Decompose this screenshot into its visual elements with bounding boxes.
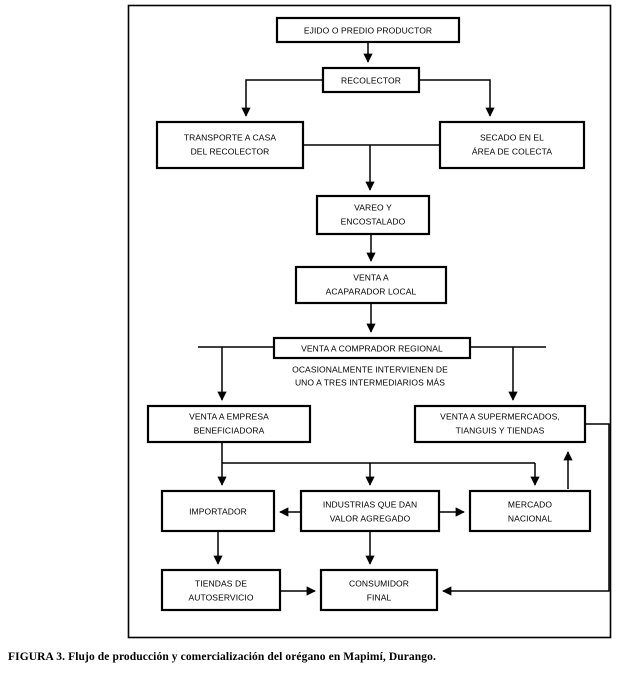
node-vareo-label-2: ENCOSTALADO <box>341 216 406 226</box>
node-consumidor[interactable]: CONSUMIDOR FINAL <box>319 568 439 612</box>
node-vareo[interactable]: VAREO Y ENCOSTALADO <box>315 194 431 236</box>
node-consumidor-label-2: FINAL <box>367 592 392 602</box>
node-secado-label-2: ÁREA DE COLECTA <box>472 146 552 156</box>
node-recolector[interactable]: RECOLECTOR <box>321 66 421 94</box>
edge-supermercados-to-consumidor <box>442 423 610 596</box>
node-comprador-label-1: VENTA A COMPRADOR REGIONAL <box>301 343 443 353</box>
node-industrias-label-1: INDUSTRIAS QUE DAN <box>323 499 417 509</box>
node-mercado-label-2: NACIONAL <box>508 513 552 523</box>
node-tiendas-label-1: TIENDAS DE <box>195 578 247 588</box>
node-importador[interactable]: IMPORTADOR <box>160 489 276 533</box>
figure-frame <box>127 4 612 639</box>
flowchart-diagram: EJIDO O PREDIO PRODUCTOR RECOLECTOR TRAN… <box>127 4 612 639</box>
node-secado-label-1: SECADO EN EL <box>480 132 544 142</box>
node-consumidor-label-1: CONSUMIDOR <box>349 578 409 588</box>
node-beneficiadora[interactable]: VENTA A EMPRESA BENEFICIADORA <box>146 404 312 444</box>
node-mercado[interactable]: MERCADO NACIONAL <box>468 489 592 533</box>
edge-recolector-to-secado <box>419 79 495 117</box>
node-supermercados[interactable]: VENTA A SUPERMERCADOS, TIANGUIS Y TIENDA… <box>413 404 587 444</box>
node-transporte-label-2: DEL RECOLECTOR <box>191 146 270 156</box>
node-supermercados-label-2: TIANGUIS Y TIENDAS <box>456 425 545 435</box>
node-vareo-label-1: VAREO Y <box>354 202 392 212</box>
node-ejido-label-1: EJIDO O PREDIO PRODUCTOR <box>304 25 432 35</box>
node-transporte-label-1: TRANSPORTE A CASA <box>184 132 276 142</box>
edge-layer <box>198 42 610 596</box>
intermediarios-note-line-1: OCASIONALMENTE INTERVIENEN DE <box>292 364 448 374</box>
node-layer: EJIDO O PREDIO PRODUCTOR RECOLECTOR TRAN… <box>146 16 592 612</box>
node-tiendas[interactable]: TIENDAS DE AUTOSERVICIO <box>160 568 282 612</box>
figure-caption: FIGURA 3. Flujo de producción y comercia… <box>8 651 436 663</box>
node-beneficiadora-label-1: VENTA A EMPRESA <box>189 411 269 421</box>
node-comprador[interactable]: VENTA A COMPRADOR REGIONAL <box>272 336 472 360</box>
node-tiendas-label-2: AUTOSERVICIO <box>188 592 253 602</box>
node-industrias[interactable]: INDUSTRIAS QUE DAN VALOR AGREGADO <box>299 489 441 533</box>
edge-comprador-to-supermercados <box>470 346 546 400</box>
node-industrias-label-2: VALOR AGREGADO <box>330 513 411 523</box>
node-acaparador[interactable]: VENTA A ACAPARADOR LOCAL <box>294 265 448 305</box>
node-importador-label-1: IMPORTADOR <box>189 506 247 516</box>
node-acaparador-label-1: VENTA A <box>353 272 389 282</box>
node-recolector-label-1: RECOLECTOR <box>341 75 401 85</box>
node-secado[interactable]: SECADO EN EL ÁREA DE COLECTA <box>438 120 586 170</box>
edge-comprador-to-beneficiadora <box>198 346 274 400</box>
node-acaparador-label-2: ACAPARADOR LOCAL <box>326 286 417 296</box>
node-ejido[interactable]: EJIDO O PREDIO PRODUCTOR <box>275 16 461 44</box>
intermediarios-note-line-2: UNO A TRES INTERMEDIARIOS MÁS <box>295 377 445 387</box>
node-supermercados-label-1: VENTA A SUPERMERCADOS, <box>440 411 560 421</box>
edge-recolector-to-transporte <box>241 79 323 117</box>
annotation-layer: OCASIONALMENTE INTERVIENEN DE UNO A TRES… <box>292 364 448 387</box>
node-transporte[interactable]: TRANSPORTE A CASA DEL RECOLECTOR <box>155 120 305 170</box>
node-mercado-label-1: MERCADO <box>508 499 552 509</box>
node-beneficiadora-label-2: BENEFICIADORA <box>194 425 265 435</box>
